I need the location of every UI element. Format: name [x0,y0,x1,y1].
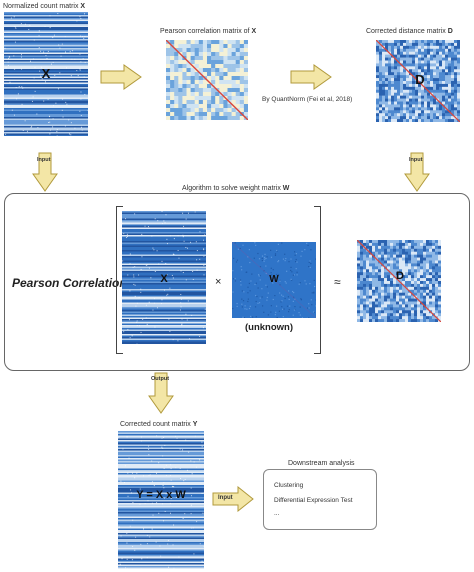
quantnorm-label: By QuantNorm (Fei et al, 2018) [262,96,353,103]
downstream-label: Downstream analysis [288,460,355,467]
corrected-count-label: Corrected count matrix Y [120,421,198,428]
pearson-correlation-matrix [166,40,248,120]
corrected-count-matrix [118,431,204,569]
equation-y-label: Y = X x W [136,489,186,501]
downstream-item-clustering: Clustering [274,482,304,489]
matrix-d-label-top: D [415,72,425,87]
normalized-count-matrix [4,12,88,136]
input-arrow-3 [212,486,254,512]
matrix-w-label: W [269,274,279,285]
pearson-correlation-text: Pearson Correlation [12,276,127,290]
input-arrow-2 [404,152,430,192]
left-bracket [116,206,123,354]
output-arrow [148,372,174,414]
normalized-count-label: Normalized count matrix X [3,3,86,10]
output-arrow-label: Output [151,376,170,382]
matrix-d-label-algo: D [396,270,404,282]
input-arrow-1-label: Input [37,157,51,163]
downstream-box: Clustering Differential Expression Test … [263,469,377,530]
corrected-distance-matrix [376,40,460,122]
input-arrow-3-label: Input [218,495,233,501]
matrix-x-label-algo: X [160,273,168,285]
downstream-item-de-test: Differential Expression Test [274,497,353,504]
weight-matrix-w [232,242,316,318]
right-arrow-1 [100,64,142,90]
input-arrow-1 [32,152,58,192]
downstream-item-ellipsis: ... [274,510,280,517]
approx-symbol: ≈ [334,275,341,289]
input-arrow-2-label: Input [409,157,423,163]
right-arrow-2 [290,64,332,90]
algorithm-label: Algorithm to solve weight matrix W [182,185,290,192]
pearson-correlation-label: Pearson correlation matrix of X [160,28,257,35]
algo-x-matrix [122,211,206,344]
algo-d-matrix [357,240,441,322]
corrected-distance-label: Corrected distance matrix D [366,28,453,35]
matrix-x-label: X [41,66,51,81]
right-bracket [314,206,321,354]
times-symbol: × [215,276,222,288]
unknown-label: (unknown) [245,322,294,333]
